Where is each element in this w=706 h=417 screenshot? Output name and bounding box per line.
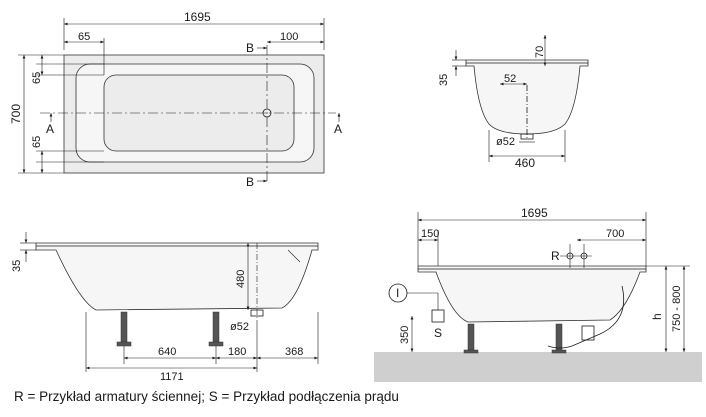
side-view-leg-span-label: 1171: [160, 371, 184, 383]
side-view-tub-profile: [35, 242, 319, 311]
install-view-valve-label: R: [551, 249, 560, 263]
side-view-depth-label: 480: [235, 270, 247, 288]
section-view-rim-width-label: 70: [534, 46, 546, 58]
section-view-rim-height-label: 35: [438, 74, 450, 86]
top-view: 1695 65 100 B B A A 700 65 65: [9, 10, 342, 189]
top-view-left-offset-label: 65: [78, 31, 90, 43]
install-view-height-symbol: h: [650, 313, 664, 320]
section-view-base-width-label: 460: [515, 156, 535, 170]
section-view-drain-diameter-label: ø52: [496, 136, 515, 148]
section-view-drain-offset-label: 52: [504, 73, 516, 85]
side-view: 35 480 ø52 640 180 368 1171: [11, 232, 319, 383]
install-view-socket-label: S: [434, 326, 442, 340]
side-view-leg-left: [120, 311, 128, 343]
top-view-section-b-bottom: B: [246, 175, 254, 189]
top-view-side-offset-bottom: 65: [31, 136, 43, 148]
side-view-end-offset-label: 368: [285, 346, 303, 358]
side-view-leg-spacing-label: 640: [158, 346, 176, 358]
top-view-section-a-left: A: [46, 122, 54, 136]
install-view-length-label: 1695: [521, 206, 548, 220]
legend-caption: R = Przykład armatury ściennej; S = Przy…: [14, 389, 399, 404]
install-view-floor: [374, 352, 702, 382]
side-view-rim-height-label: 35: [11, 260, 23, 272]
install-view-tub-profile: [417, 265, 647, 323]
install-view-right-offset-label: 700: [606, 228, 624, 240]
top-view-width-label: 700: [9, 104, 23, 124]
side-view-leg-right: [212, 311, 220, 343]
install-view: S I R 1695 150 700 350 h 750 - 800: [374, 206, 702, 382]
side-view-drain-to-leg-label: 180: [228, 346, 246, 358]
install-view-height-range-label: 750 - 800: [671, 286, 683, 332]
top-view-section-a-right: A: [334, 122, 342, 136]
install-view-socket: [431, 309, 445, 323]
install-view-left-offset-label: 150: [421, 228, 439, 240]
section-view: 70 35 52 ø52 460: [438, 35, 589, 170]
top-view-side-offset-top: 65: [31, 72, 43, 84]
side-view-drain-diameter-label: ø52: [230, 321, 249, 333]
top-view-section-b-top: B: [246, 41, 254, 55]
top-view-length-label: 1695: [184, 10, 211, 24]
top-view-right-offset-label: 100: [280, 31, 298, 43]
install-view-outlet-height-label: 350: [399, 326, 411, 344]
install-view-circle-label: I: [396, 286, 399, 300]
